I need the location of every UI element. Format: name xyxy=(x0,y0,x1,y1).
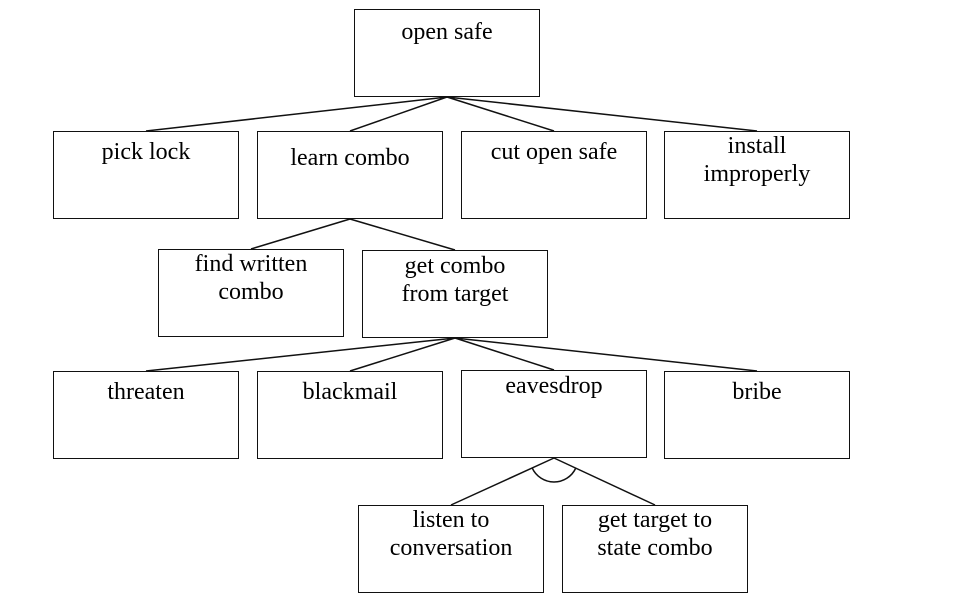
node-cut-open-safe: cut open safe xyxy=(461,131,647,219)
edge-get-combo-from-target-to-eavesdrop xyxy=(454,337,555,371)
node-label-blackmail: blackmail xyxy=(302,379,398,405)
node-label-threaten: threaten xyxy=(107,379,185,405)
node-label-bribe: bribe xyxy=(732,379,782,405)
edge-open-safe-to-install-improperly xyxy=(446,96,758,132)
node-label-pick-lock: pick lock xyxy=(101,139,191,165)
node-find-written-combo: find written combo xyxy=(158,249,344,337)
node-get-target-to-state-combo: get target to state combo xyxy=(562,505,748,593)
node-get-combo-from-target: get combo from target xyxy=(362,250,548,338)
node-listen-to-conversation: listen to conversation xyxy=(358,505,544,593)
edge-open-safe-to-cut-open-safe xyxy=(446,96,555,132)
and-arc-eavesdrop xyxy=(531,467,577,483)
node-learn-combo: learn combo xyxy=(257,131,443,219)
node-label-install-improperly: install improperly xyxy=(703,133,811,187)
node-label-cut-open-safe: cut open safe xyxy=(490,139,618,165)
node-label-learn-combo: learn combo xyxy=(290,145,410,171)
node-blackmail: blackmail xyxy=(257,371,443,459)
node-label-find-written-combo: find written combo xyxy=(194,251,308,305)
node-eavesdrop: eavesdrop xyxy=(461,370,647,458)
edge-get-combo-from-target-to-blackmail xyxy=(349,337,456,372)
node-label-get-target-to-state-combo: get target to state combo xyxy=(597,507,713,561)
edge-open-safe-to-pick-lock xyxy=(145,96,448,132)
edge-learn-combo-to-find-written-combo xyxy=(250,218,351,250)
edge-get-combo-from-target-to-threaten xyxy=(145,337,456,372)
node-pick-lock: pick lock xyxy=(53,131,239,219)
node-label-get-combo-from-target: get combo from target xyxy=(401,253,509,307)
node-install-improperly: install improperly xyxy=(664,131,850,219)
edge-eavesdrop-to-get-target-to-state-combo xyxy=(553,457,656,506)
node-label-listen-to-conversation: listen to conversation xyxy=(389,507,513,561)
node-label-open-safe: open safe xyxy=(401,19,493,45)
node-open-safe: open safe xyxy=(354,9,540,97)
edge-learn-combo-to-get-combo-from-target xyxy=(349,218,456,251)
node-threaten: threaten xyxy=(53,371,239,459)
edge-eavesdrop-to-listen-to-conversation xyxy=(450,457,555,506)
node-bribe: bribe xyxy=(664,371,850,459)
edge-open-safe-to-learn-combo xyxy=(349,96,448,132)
edge-get-combo-from-target-to-bribe xyxy=(454,337,758,372)
node-label-eavesdrop: eavesdrop xyxy=(505,373,603,399)
